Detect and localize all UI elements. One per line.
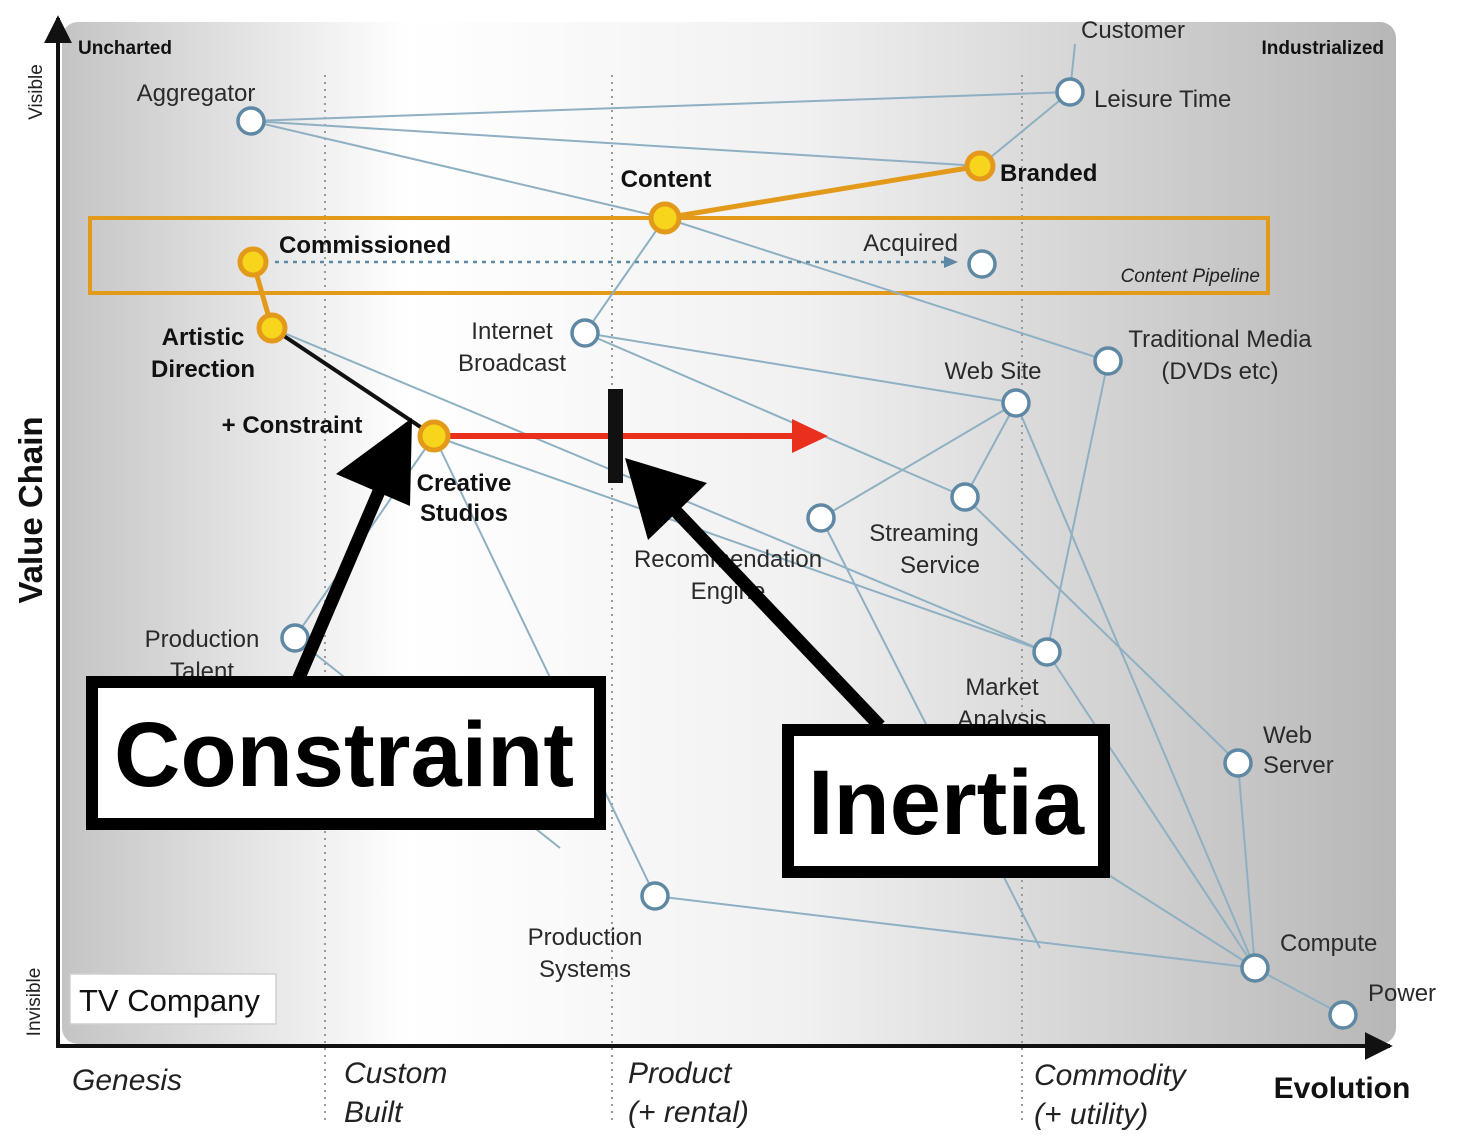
stage-custom-line2: Built [344, 1096, 404, 1129]
node-compute [1240, 953, 1270, 983]
movement-arrowhead [792, 419, 828, 453]
label-internet-line1: Internet [471, 318, 553, 345]
node-branded [964, 150, 996, 182]
inertia-bar [608, 389, 623, 483]
map-background [62, 22, 1396, 1044]
node-leisure-time [1055, 77, 1085, 107]
node-web-site [1001, 388, 1031, 418]
company-label: TV Company [79, 983, 260, 1018]
label-customer: Customer [1081, 17, 1185, 44]
label-market-line1: Market [965, 674, 1039, 701]
evolution-label: Evolution [1274, 1072, 1411, 1105]
label-tradmedia-line2: (DVDs etc) [1161, 358, 1278, 385]
constraint-callout-text: Constraint [114, 704, 574, 806]
node-content [648, 201, 682, 235]
constraint-link [270, 326, 436, 438]
label-leisure-time: Leisure Time [1094, 86, 1231, 113]
component-nodes [236, 77, 1358, 1030]
stage-genesis: Genesis [72, 1064, 182, 1097]
label-artistic-line2: Direction [151, 356, 255, 383]
content-pipeline-label: Content Pipeline [1121, 266, 1260, 287]
visible-label: Visible [26, 64, 47, 120]
label-webserver-line2: Server [1263, 752, 1334, 779]
uncharted-label: Uncharted [78, 38, 172, 59]
label-creative-line1: Creative [417, 470, 512, 497]
label-content: Content [621, 166, 712, 193]
invisible-label: Invisible [24, 968, 45, 1037]
node-recommendation-engine [806, 503, 836, 533]
label-compute: Compute [1280, 930, 1377, 957]
node-production-systems [640, 881, 670, 911]
label-talent-line1: Production [145, 626, 260, 653]
inertia-callout-text: Inertia [808, 752, 1085, 854]
stage-commodity-line2: (+ utility) [1034, 1098, 1148, 1131]
label-branded: Branded [1000, 160, 1097, 187]
stage-custom-line1: Custom [344, 1057, 447, 1090]
company-box [69, 973, 277, 1025]
node-artistic-direction [256, 312, 288, 344]
label-tradmedia-line1: Traditional Media [1128, 326, 1312, 353]
node-commissioned [237, 246, 269, 278]
label-commissioned: Commissioned [279, 232, 451, 259]
label-webserver-line1: Web [1263, 722, 1312, 749]
node-acquired [967, 249, 997, 279]
node-power [1328, 1000, 1358, 1030]
label-creative-line2: Studios [420, 500, 508, 527]
node-traditional-media [1093, 346, 1123, 376]
label-web-site: Web Site [945, 358, 1042, 385]
constraint-callout-arrow [292, 418, 412, 683]
value-chain-label: Value Chain [12, 416, 49, 603]
label-streaming-line2: Service [900, 552, 980, 579]
label-power: Power [1368, 980, 1436, 1007]
industrialized-label: Industrialized [1262, 38, 1384, 59]
node-internet-broadcast [570, 318, 600, 348]
node-market-analysis [1032, 637, 1062, 667]
node-production-talent [280, 623, 310, 653]
stage-product-line2: (+ rental) [628, 1096, 749, 1129]
label-prodsys-line2: Systems [539, 956, 631, 983]
label-streaming-line1: Streaming [869, 520, 978, 547]
inertia-callout-box [782, 724, 1110, 878]
pipeline-move-arrowhead [944, 256, 958, 268]
label-aggregator: Aggregator [137, 80, 256, 107]
label-acquired: Acquired [863, 230, 958, 257]
label-prodsys-line1: Production [528, 924, 643, 951]
node-aggregator [236, 106, 266, 136]
node-creative-studios [417, 419, 451, 453]
node-streaming-service [950, 482, 980, 512]
stage-commodity-line1: Commodity [1034, 1059, 1188, 1092]
label-artistic-line1: Artistic [162, 324, 245, 351]
stage-product-line1: Product [628, 1057, 733, 1090]
node-web-server [1223, 748, 1253, 778]
constraint-note: + Constraint [222, 412, 363, 439]
label-internet-line2: Broadcast [458, 350, 566, 377]
inertia-callout-arrow [625, 458, 885, 731]
constraint-callout-box [86, 676, 606, 830]
